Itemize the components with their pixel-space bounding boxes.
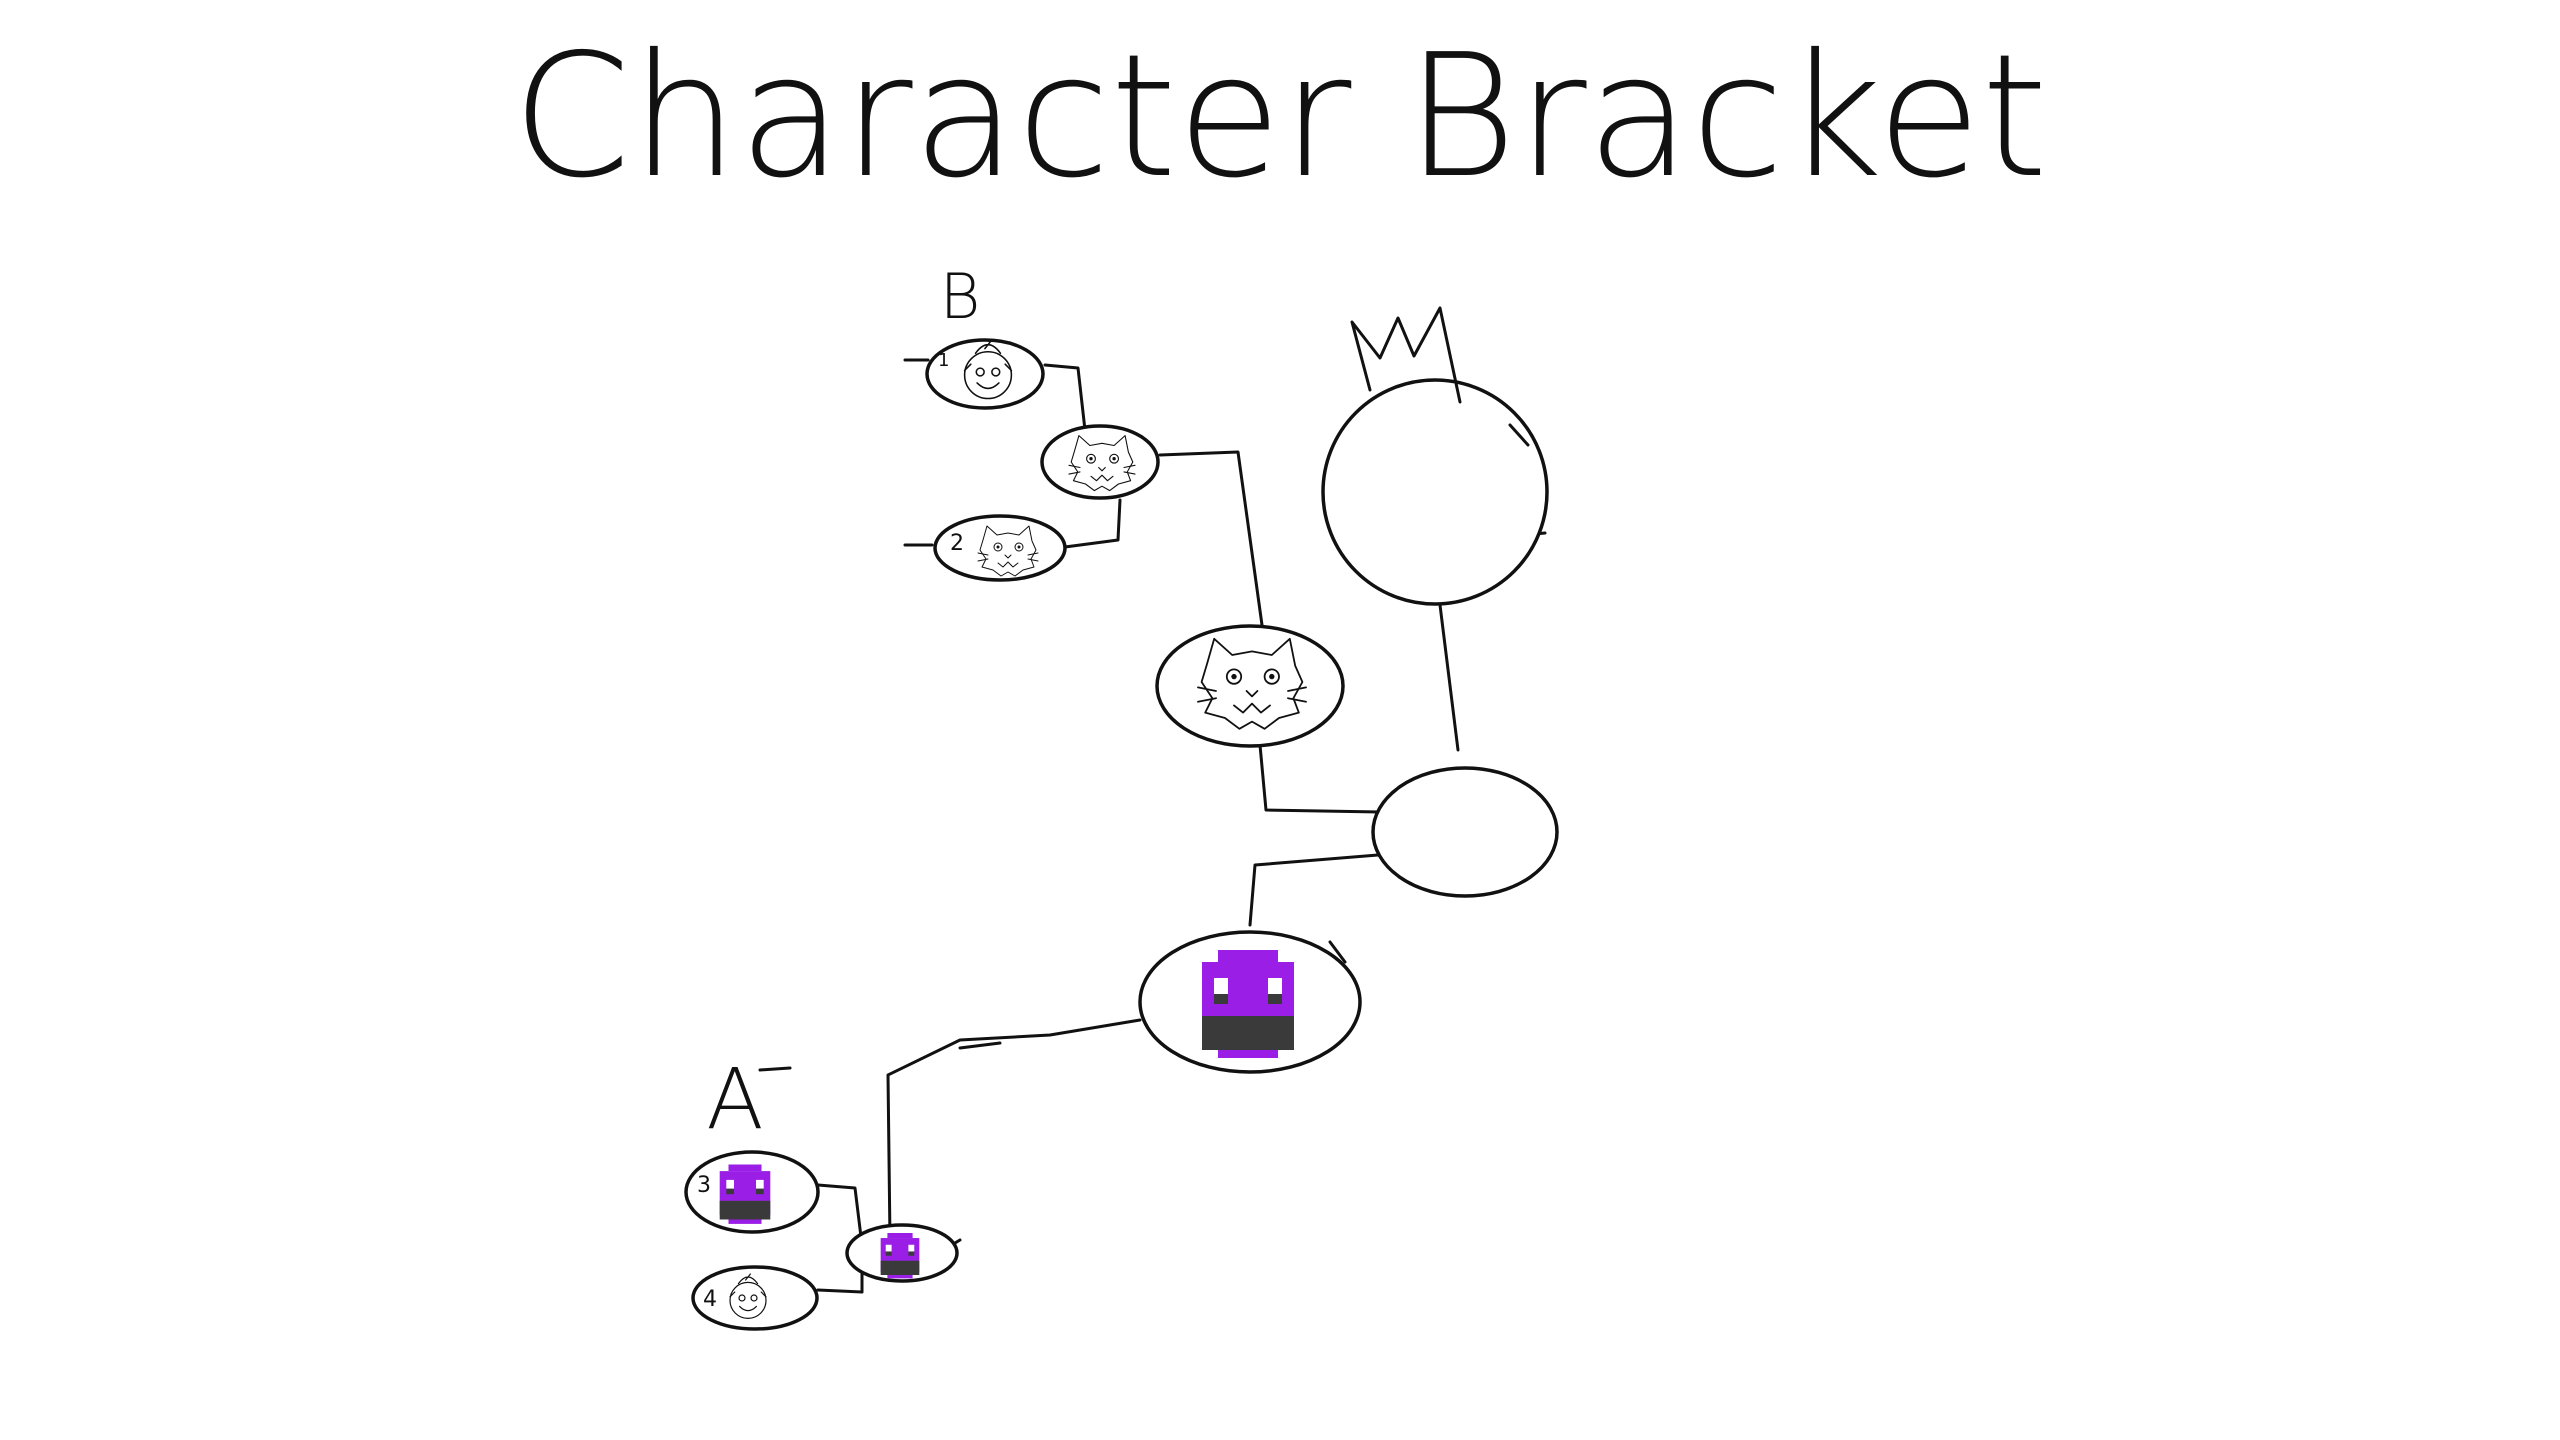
- seed-3-number: 3: [697, 1173, 711, 1198]
- group-b-winner-node: [1042, 426, 1158, 498]
- diagram-title: Character Bracket: [512, 18, 2048, 216]
- group-a-winner-node: [847, 1225, 957, 1281]
- group-label-a: A: [706, 1050, 763, 1148]
- group-b-final-node: [1157, 626, 1343, 746]
- seed-1-number: 1: [938, 350, 949, 371]
- final-node: [1373, 768, 1557, 896]
- group-label-b: B: [940, 260, 981, 333]
- seed-3-node: 3: [686, 1152, 818, 1232]
- champion-node: [1323, 308, 1547, 604]
- group-a-final-node: [1140, 932, 1360, 1072]
- seed-2-number: 2: [950, 531, 964, 556]
- seed-1-node: 1: [927, 340, 1043, 408]
- seed-4-node: 4: [693, 1267, 817, 1329]
- seed-2-node: 2: [935, 516, 1065, 580]
- seed-4-number: 4: [703, 1287, 717, 1312]
